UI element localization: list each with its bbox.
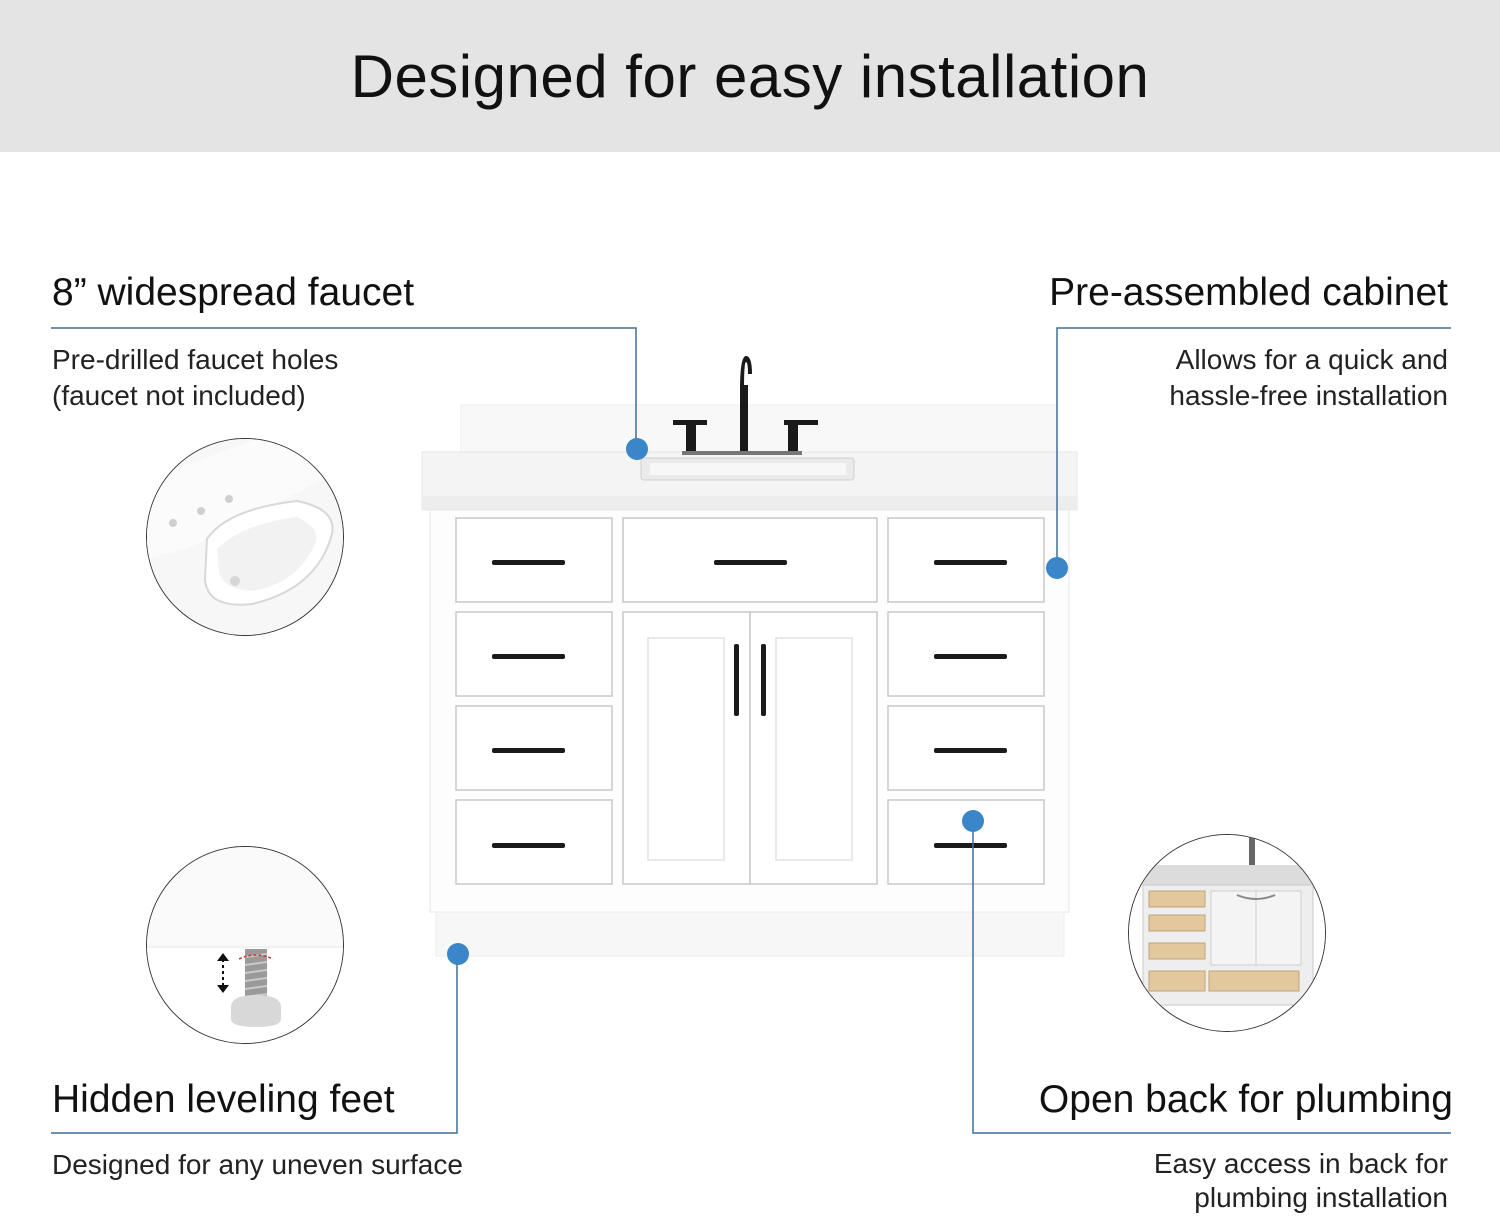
plumbing-title: Open back for plumbing [1038,1078,1453,1121]
cabinet-desc-line: Allows for a quick and [1175,344,1448,375]
page-title: Designed for easy installation [350,42,1150,110]
cabinet-desc-line: hassle-free installation [1169,380,1448,411]
plumbing-marker-dot [962,810,984,832]
faucet-desc-line: Pre-drilled faucet holes [52,344,339,375]
plumbing-desc-line: Easy access in back for [1153,1148,1448,1179]
faucet-title: 8” widespread faucet [52,271,415,314]
cabinet-description: Allows for a quick and hassle-free insta… [1169,342,1448,414]
faucet-icon [673,356,818,455]
cabinet-handles [492,560,1007,848]
feet-desc-line: Designed for any uneven surface [52,1149,463,1180]
feet-description: Designed for any uneven surface [52,1147,463,1183]
open-back-cabinet-icon [1128,834,1326,1032]
plumbing-description: Easy access in back for plumbing install… [1154,1147,1448,1215]
faucet-desc-line: (faucet not included) [52,380,306,411]
faucet-marker-dot [626,438,648,460]
feet-title: Hidden leveling feet [52,1078,395,1121]
header-banner: Designed for easy installation [0,0,1500,152]
plumbing-desc-line: plumbing installation [1194,1182,1448,1213]
leader-lines [51,327,1451,1134]
feet-marker-dot [447,943,469,965]
sink-closeup-icon [146,438,344,636]
cabinet-title: Pre-assembled cabinet [1049,271,1448,314]
faucet-description: Pre-drilled faucet holes (faucet not inc… [52,342,338,414]
cabinet-marker-dot [1046,557,1068,579]
leveling-foot-icon [146,846,344,1044]
